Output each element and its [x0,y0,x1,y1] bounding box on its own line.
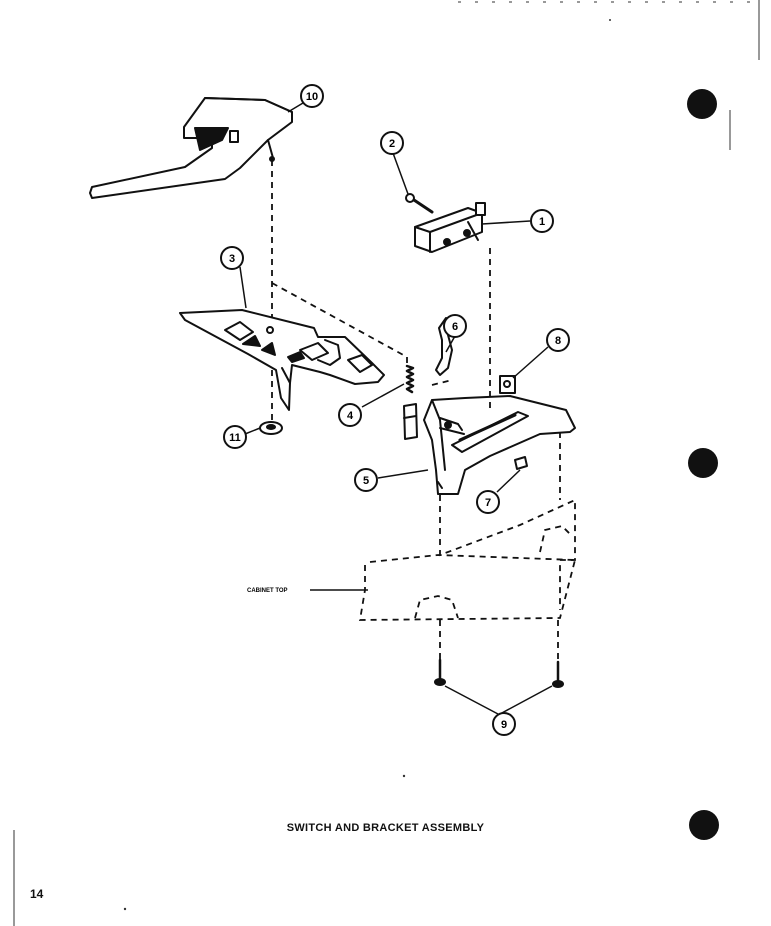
part-2-screw [405,193,434,214]
part-1-switch [414,202,486,253]
callout-10: 10 [300,84,324,108]
part-8-clip-nut [499,375,516,394]
part-10-actuator-lever [89,97,293,199]
leader-lines [239,99,553,715]
svg-text:2: 2 [389,138,395,150]
svg-text:6: 6 [452,321,458,333]
callout-2: 2 [380,131,404,155]
callout-4: 4 [338,403,362,427]
callout-6: 6 [443,314,467,338]
svg-text:8: 8 [555,335,561,347]
callout-9: 9 [492,712,516,736]
part-11-washer [259,421,283,435]
binder-holes [687,89,719,840]
actuator-slide [403,403,418,440]
svg-text:10: 10 [306,91,318,103]
svg-text:11: 11 [229,432,241,444]
scan-specks [123,19,611,911]
part-4-spring [405,364,415,394]
callout-11: 11 [223,425,247,449]
part-5-mounting-bracket [423,395,576,495]
callouts: 10 2 1 3 6 8 4 11 [220,84,570,736]
svg-text:9: 9 [501,719,507,731]
cabinet-top-label: CABINET TOP [247,588,288,594]
callout-8: 8 [546,328,570,352]
binder-hole-bottom [689,810,719,840]
assembly-lines [271,160,576,662]
svg-text:4: 4 [347,410,354,422]
scan-edge-marks [13,0,760,926]
page-number: 14 [30,887,44,901]
diagram-caption: SWITCH AND BRACKET ASSEMBLY [286,822,485,834]
part-3-bracket-plate [179,309,385,411]
callout-5: 5 [354,468,378,492]
callout-3: 3 [220,246,244,270]
callout-1: 1 [530,209,554,233]
svg-text:1: 1 [539,216,545,228]
binder-hole-middle [688,448,718,478]
svg-text:7: 7 [485,497,491,509]
callout-7: 7 [476,490,500,514]
part-9-screws [434,658,564,688]
binder-hole-top [687,89,717,119]
svg-text:5: 5 [363,475,369,487]
svg-text:3: 3 [229,253,235,265]
